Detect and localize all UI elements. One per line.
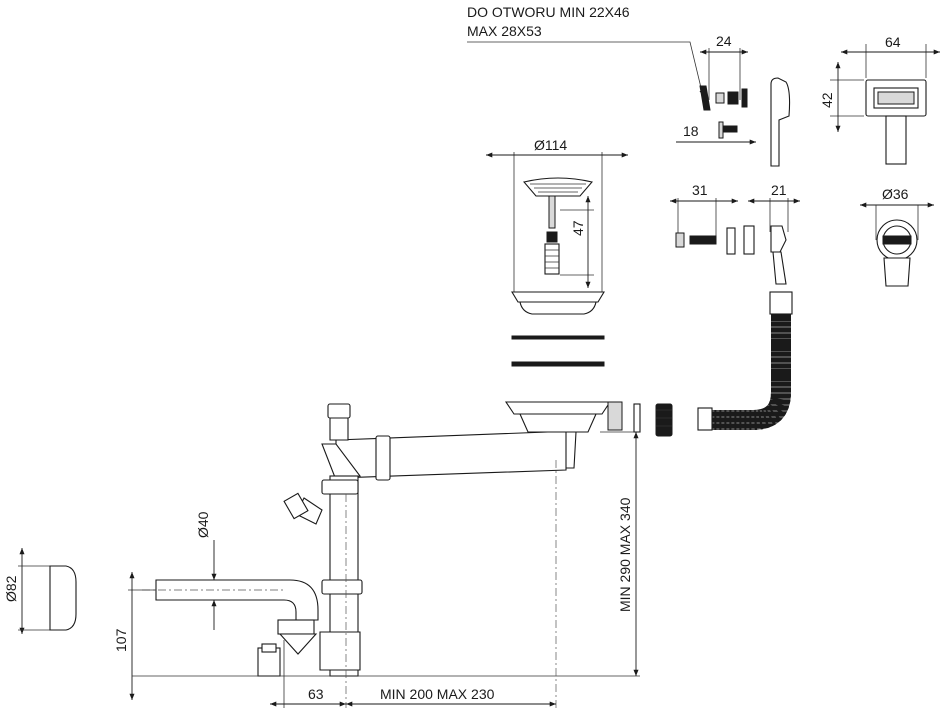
dim-d40: Ø40 (195, 511, 211, 538)
dim-width: MIN 200 MAX 230 (380, 686, 495, 702)
overflow-note: DO OTWORU MIN 22X46 MAX 28X53 (467, 4, 704, 97)
dim-height: MIN 290 MAX 340 (617, 497, 633, 612)
dim-42: 42 (819, 92, 835, 108)
dim-24: 24 (716, 33, 732, 49)
end-cap: Ø82 (3, 548, 77, 634)
dim-107: 107 (113, 628, 129, 652)
dim-21: 21 (771, 182, 787, 198)
dim-d36: Ø36 (882, 186, 909, 202)
dim-d82: Ø82 (3, 575, 19, 602)
strainer-basket: Ø114 47 (486, 137, 628, 367)
dim-height-group: MIN 290 MAX 340 (600, 431, 640, 676)
dim-107-group: 107 (113, 572, 156, 700)
drain-pipe (321, 403, 567, 481)
bottle-trap (142, 579, 319, 677)
dim-63: 63 (308, 686, 324, 702)
overflow-note-line2: MAX 28X53 (467, 23, 542, 39)
standpipe (319, 475, 363, 677)
side-inlet (283, 492, 323, 525)
dim-31: 31 (692, 182, 708, 198)
dim-bottom-group: 63 MIN 200 MAX 230 (270, 686, 556, 707)
dim-d40-group: Ø40 (195, 511, 217, 630)
overflow-front-view: 64 42 (819, 34, 940, 165)
overflow-ring-view: Ø36 (860, 186, 934, 287)
dim-d114: Ø114 (534, 137, 567, 153)
dim-47: 47 (570, 220, 586, 236)
overflow-note-line1: DO OTWORU MIN 22X46 (467, 4, 630, 20)
dim-18: 18 (683, 123, 699, 139)
overflow-cover-parts: 24 18 (676, 33, 791, 167)
overflow-hose (633, 291, 793, 437)
dim-64: 64 (885, 34, 901, 50)
overflow-connector-parts: 31 21 (670, 182, 800, 285)
